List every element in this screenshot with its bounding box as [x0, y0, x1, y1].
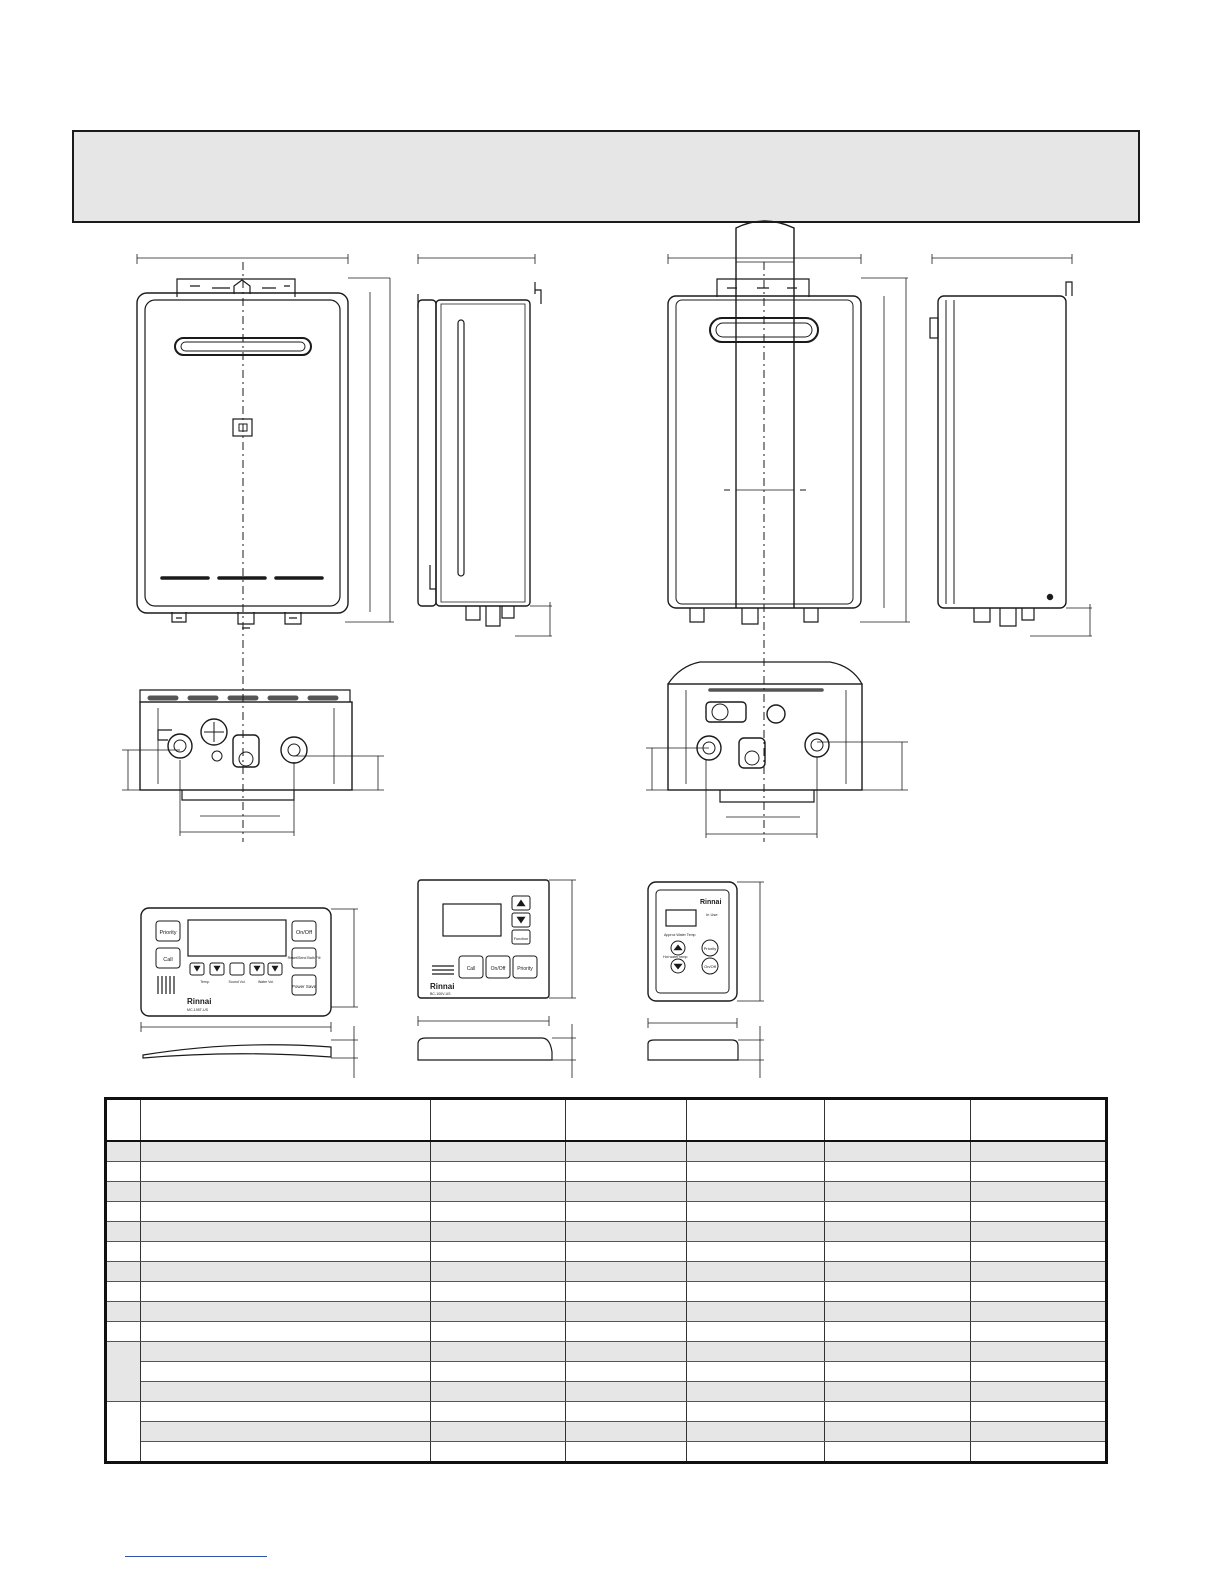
mc100-brand-logo: Rinnai [700, 899, 721, 906]
table-row [105, 1161, 1107, 1182]
header-cell [140, 1098, 431, 1142]
header-cell [970, 1098, 1107, 1142]
header-cell [686, 1098, 825, 1142]
controller-text: Priority Call On/Off Reset/Send Bath Fil… [159, 899, 721, 1012]
unit-1-side-view [417, 254, 552, 637]
table-row [106, 1421, 1107, 1442]
table-row [106, 1361, 1107, 1382]
unit-1-front-view [136, 254, 394, 629]
mc195-water-vol-label: Water Vol. [258, 980, 274, 984]
mc100-on-off-label: On/Off [704, 964, 717, 969]
table-row [105, 1301, 1107, 1322]
mc195-call-label: Call [163, 957, 172, 963]
unit-2-side-view [929, 254, 1092, 637]
bc100-function-label: Function [514, 937, 529, 941]
bc100-on-off-label: On/Off [491, 966, 506, 972]
table-row [105, 1181, 1107, 1202]
table-row [105, 1261, 1107, 1282]
mc195-sound-vol-label: Sound Vol. [229, 980, 246, 984]
mc195-priority-label: Priority [159, 930, 176, 936]
header-cell [565, 1098, 687, 1142]
table-row [105, 1321, 1107, 1342]
table-row [105, 1141, 1107, 1162]
mc100-priority-label: Priority [704, 946, 716, 951]
header-cell [105, 1098, 141, 1142]
header-cell [824, 1098, 971, 1142]
mc100-screen-caption: Approx Water Temp [664, 933, 696, 937]
bc100-call-label: Call [467, 966, 476, 972]
specifications-table [104, 1097, 1108, 1464]
mc100-in-use-label: In Use [706, 912, 718, 917]
table-row [105, 1281, 1107, 1302]
unit-2-front-view [667, 220, 910, 625]
controller-mc195-drawing [140, 907, 358, 1078]
mc195-power-save-label: Power Save [292, 984, 317, 989]
table-row [105, 1221, 1107, 1242]
bc100-priority-label: Priority [517, 966, 533, 972]
bc100-brand-logo: Rinnai [430, 982, 454, 991]
table-row [106, 1441, 1107, 1463]
bc100-model-text: BC-100V-US [430, 992, 451, 996]
mc195-on-off-label: On/Off [296, 930, 313, 936]
table-row [106, 1381, 1107, 1402]
mc195-reset-bath-label: Reset/Send Bath Fill [288, 956, 321, 960]
table-row [105, 1241, 1107, 1262]
controller-bc100-drawing [417, 879, 576, 1078]
controller-mc100-drawing [647, 881, 764, 1078]
mc195-temp-label: Temp. [200, 980, 210, 984]
unit-1-bottom-view [122, 689, 384, 836]
mc195-model-text: MC-195T-US [187, 1008, 209, 1012]
table-row [105, 1401, 1107, 1463]
mc195-brand-logo: Rinnai [187, 997, 211, 1006]
table-row [105, 1201, 1107, 1222]
header-title-box [72, 130, 1140, 223]
header-cell [430, 1098, 566, 1142]
table-row [105, 1341, 1107, 1402]
mc100-adjust-label: Hot water temp. [663, 955, 688, 959]
unit-2-bottom-view [646, 661, 908, 838]
footer-link-underline[interactable] [125, 1556, 267, 1557]
table-header-row [105, 1098, 1107, 1142]
